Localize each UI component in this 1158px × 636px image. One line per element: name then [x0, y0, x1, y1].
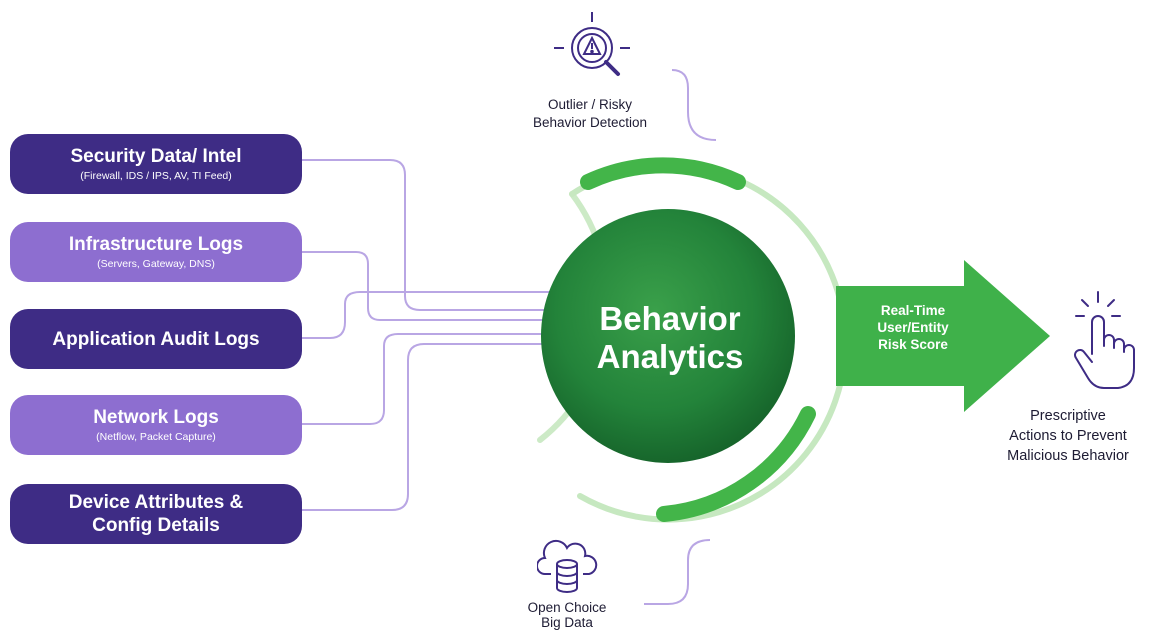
source-network-logs: Network Logs (Netflow, Packet Capture) — [10, 395, 302, 455]
source-subtitle: (Servers, Gateway, DNS) — [97, 258, 215, 270]
actions-caption: Prescriptive Actions to Prevent Maliciou… — [978, 406, 1158, 466]
wire-bigdata — [644, 539, 711, 605]
outlier-line-2: Behavior Detection — [532, 115, 648, 130]
arc-top — [580, 157, 746, 190]
source-title: Device Attributes & Config Details — [68, 492, 244, 536]
source-title: Security Data/ Intel — [70, 146, 242, 167]
outlier-caption: Outlier / Risky Behavior Detection — [500, 96, 680, 132]
source-title: Application Audit Logs — [52, 328, 260, 350]
bigdata-line-1: Open Choice — [527, 600, 607, 615]
bigdata-line-2: Big Data — [541, 615, 593, 630]
wire-application — [302, 291, 560, 339]
pointing-hand-icon — [1074, 291, 1135, 389]
arrow-line-2: User/Entity — [877, 320, 949, 335]
center-label: Behavior Analytics — [540, 300, 800, 376]
actions-line-3: Malicious Behavior — [1007, 448, 1129, 464]
wire-outlier — [671, 69, 717, 141]
source-device-attributes: Device Attributes & Config Details — [10, 484, 302, 544]
source-subtitle: (Netflow, Packet Capture) — [96, 431, 216, 443]
behavior-analytics-circle — [541, 209, 795, 463]
wire-device — [302, 343, 560, 511]
arrow-line-3: Risk Score — [878, 337, 948, 352]
risk-score-arrow — [836, 260, 1050, 412]
actions-line-1: Prescriptive — [1030, 408, 1106, 424]
bigdata-caption: Open Choice Big Data — [512, 600, 622, 630]
risk-score-label: Real-Time User/Entity Risk Score — [852, 302, 974, 353]
arrow-line-1: Real-Time — [880, 303, 946, 318]
center-line-2: Analytics — [596, 338, 744, 375]
source-security-data: Security Data/ Intel (Firewall, IDS / IP… — [10, 134, 302, 194]
actions-line-2: Actions to Prevent — [1009, 428, 1127, 444]
warning-search-icon — [554, 12, 630, 76]
arc-bottom — [656, 406, 816, 522]
cloud-database-icon — [537, 539, 598, 593]
source-title: Infrastructure Logs — [68, 234, 244, 255]
source-subtitle: (Firewall, IDS / IPS, AV, TI Feed) — [80, 170, 232, 182]
wire-network — [302, 333, 560, 425]
center-line-1: Behavior — [599, 300, 741, 337]
source-title: Network Logs — [93, 407, 219, 428]
source-application-audit-logs: Application Audit Logs — [10, 309, 302, 369]
wire-security — [302, 159, 560, 311]
outlier-line-1: Outlier / Risky — [547, 97, 632, 112]
wire-infrastructure — [302, 251, 560, 321]
source-infrastructure-logs: Infrastructure Logs (Servers, Gateway, D… — [10, 222, 302, 282]
